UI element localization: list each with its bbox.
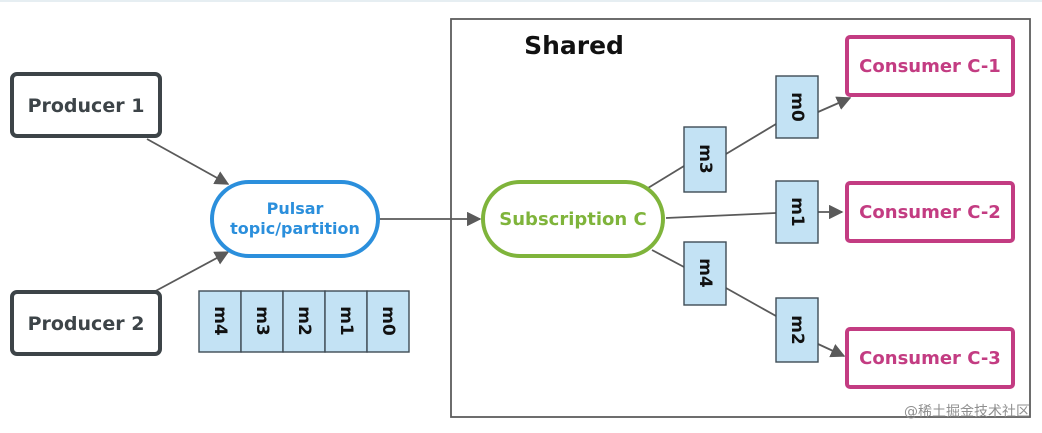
top-rule	[0, 0, 1042, 2]
arrow-c1-middle-segment	[725, 123, 777, 155]
subscription-node	[481, 180, 665, 258]
arrow-c1-final-segment	[817, 96, 852, 113]
consumer-c1-box	[845, 35, 1015, 97]
route-message-c3-first: m4	[695, 258, 715, 288]
topic-node	[210, 180, 380, 258]
arrow-subscription-to-c2-segment	[665, 212, 777, 219]
route-message-box	[775, 75, 819, 139]
route-message-c2: m1	[787, 197, 807, 227]
route-message-c3-second: m2	[787, 315, 807, 345]
producer-2-label: Producer 2	[28, 313, 145, 335]
shared-label: Shared	[524, 31, 624, 60]
arrow-subscription-to-c3-segment	[651, 249, 685, 268]
arrow-producer2-to-topic	[149, 251, 230, 295]
subscription-label: Subscription C	[499, 209, 646, 230]
topic-label-line-2: topic/partition	[230, 219, 360, 238]
producer-2-box	[10, 290, 162, 356]
route-message-box	[683, 241, 727, 306]
queue-message-box	[324, 290, 368, 353]
arrow-c3-final-segment	[817, 343, 846, 358]
arrow-subscription-to-c1-segment	[647, 165, 685, 189]
route-message-c1-first: m3	[695, 144, 715, 174]
consumer-c1-label: Consumer C-1	[859, 56, 1001, 77]
consumer-c2-label: Consumer C-2	[859, 202, 1001, 223]
consumer-c3-label: Consumer C-3	[859, 348, 1001, 369]
route-message-c1-second: m0	[787, 92, 807, 122]
queue-message-m3: m3	[252, 306, 272, 336]
queue-message-box	[198, 290, 242, 353]
consumer-c3-box	[845, 327, 1015, 389]
topic-message-queue: m4 m3 m2 m1 m0	[198, 290, 410, 353]
queue-message-m1: m1	[336, 306, 356, 336]
topic-label-line-1: Pulsar	[267, 199, 324, 218]
arrow-c3-middle-segment	[725, 287, 777, 317]
queue-message-box	[240, 290, 284, 353]
shared-frame	[450, 18, 1031, 418]
route-message-box	[683, 126, 727, 193]
watermark: @稀土掘金技术社区	[904, 404, 1030, 420]
producer-1-label: Producer 1	[28, 95, 145, 117]
arrow-producer1-to-topic	[146, 138, 230, 185]
queue-message-m4: m4	[210, 306, 230, 336]
route-message-box	[775, 180, 819, 244]
queue-message-m0: m0	[378, 306, 398, 336]
consumer-c2-box	[845, 181, 1015, 243]
queue-message-box	[366, 290, 410, 353]
queue-message-m2: m2	[294, 306, 314, 336]
route-message-box	[775, 297, 819, 363]
producer-1-box	[10, 72, 162, 138]
